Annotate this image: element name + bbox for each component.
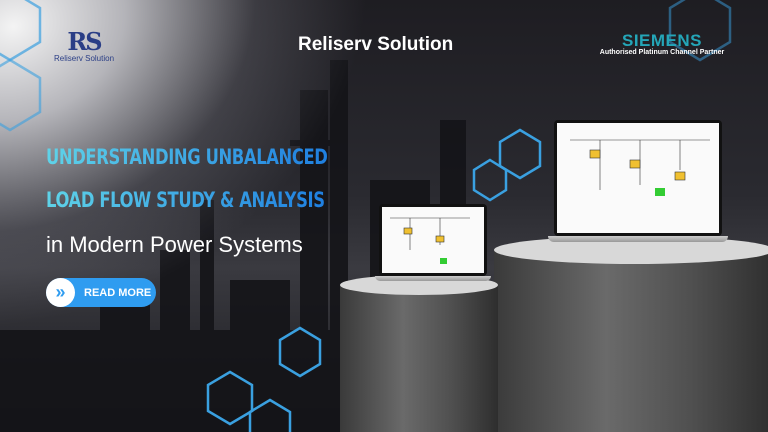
siemens-partner-logo: SIEMENS Authorised Platinum Channel Part… [596,32,728,56]
load-flow-diagram-screen [557,123,719,233]
read-more-label: READ MORE [84,286,152,299]
double-chevron-right-icon: » [46,278,75,307]
read-more-button[interactable]: » READ MORE [46,278,156,307]
podium-large [494,236,768,432]
partner-subtitle: Authorised Platinum Channel Partner [599,49,725,56]
logo-subtitle: Reliserv Solution [53,54,115,63]
reliserv-logo: RS Reliserv Solution [44,27,124,64]
subheadline: in Modern Power Systems [46,232,303,257]
brand-title: Reliserv Solution [298,34,454,55]
headline-line-1: UNDERSTANDING UNBALANCED [46,145,328,169]
logo-mark: RS [67,27,102,56]
siemens-wordmark: SIEMENS [621,31,703,50]
headline-line-2: LOAD FLOW STUDY & ANALYSIS [46,188,325,212]
